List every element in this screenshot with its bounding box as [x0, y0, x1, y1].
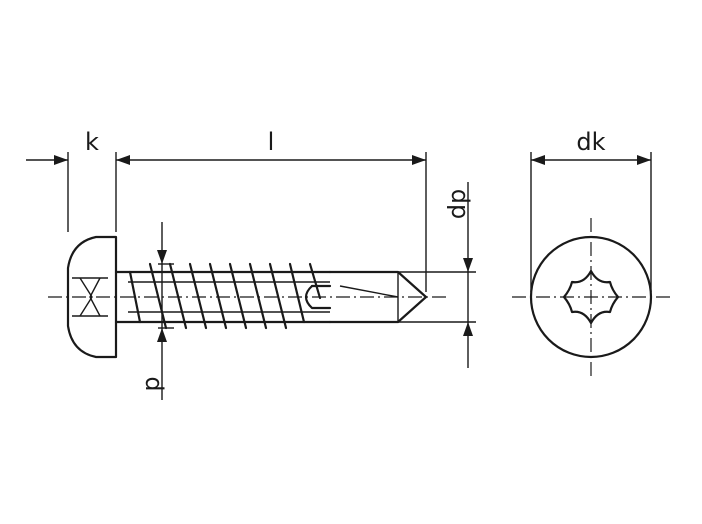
label-l: l — [268, 128, 275, 156]
screw-end-view: dk — [512, 128, 670, 376]
dimension-k: k — [26, 128, 130, 232]
label-d: d — [140, 376, 168, 391]
label-dp: dp — [446, 189, 474, 219]
screw-side-view: k l dp d — [26, 128, 476, 400]
dimension-dp: dp — [398, 182, 476, 368]
screw-head — [66, 235, 118, 359]
dimension-dk: dk — [530, 128, 652, 292]
dimension-d: d — [140, 222, 168, 400]
dimension-l: l — [116, 128, 427, 292]
label-dk: dk — [576, 128, 605, 156]
label-k: k — [85, 128, 99, 156]
screw-threads — [128, 262, 322, 330]
